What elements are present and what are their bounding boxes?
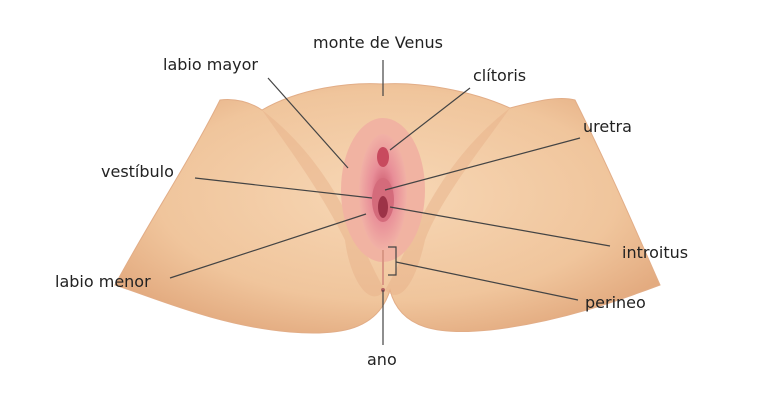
label-ano: ano — [367, 350, 397, 369]
perineo-bracket — [388, 246, 397, 276]
label-clitoris: clítoris — [473, 66, 527, 85]
label-labio-menor: labio menor — [55, 272, 151, 291]
label-perineo: perineo — [585, 293, 646, 312]
label-vestibulo: vestíbulo — [101, 162, 174, 181]
leader-uretra — [384, 137, 581, 191]
leader-perineo — [395, 261, 579, 301]
gluteal-shadow-left — [262, 110, 385, 297]
leader-clitoris — [389, 87, 471, 151]
leader-vestibulo — [194, 177, 373, 199]
introitus-shape — [378, 196, 388, 218]
clitoris-shape — [377, 147, 389, 167]
leader-labio-menor — [169, 213, 367, 279]
leader-introitus — [389, 206, 611, 247]
label-introitus: introitus — [622, 243, 689, 262]
label-uretra: uretra — [583, 117, 632, 136]
leader-labio-mayor — [267, 77, 349, 169]
leader-lines — [169, 60, 611, 345]
label-labio-mayor: labio mayor — [163, 55, 258, 74]
label-monte-de-venus: monte de Venus — [313, 33, 443, 52]
gluteal-shadow-right — [385, 108, 510, 295]
